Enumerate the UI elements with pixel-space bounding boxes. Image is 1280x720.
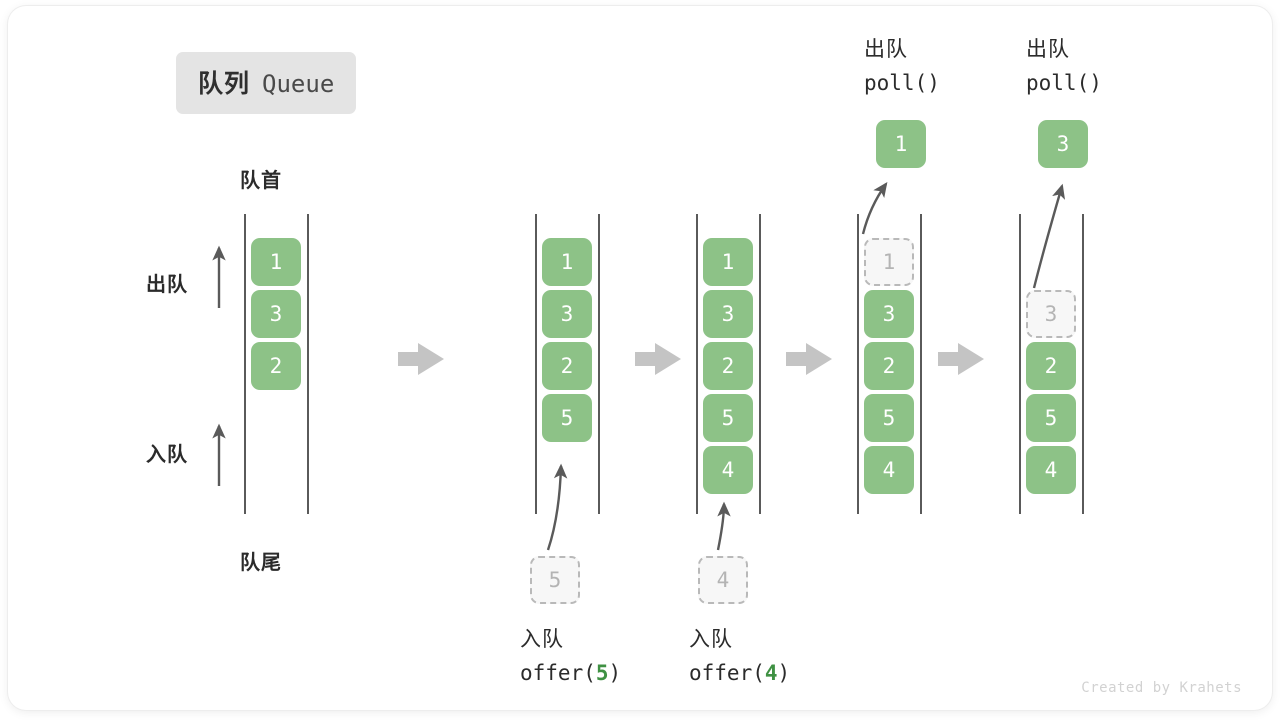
stage4-operation-cn: 出队 [864, 38, 908, 61]
stage4-cell-1: 2 [864, 342, 914, 390]
stage1-rail-right [307, 214, 309, 514]
stage3-cell-3: 5 [703, 394, 753, 442]
stage2-code-pre: offer( [520, 660, 596, 685]
stage5-rail-right [1082, 214, 1084, 514]
stage2-code-arg: 5 [595, 660, 609, 685]
step-arrow-2 [635, 343, 681, 375]
watermark-credit: Created by Krahets [1081, 680, 1242, 696]
step-arrow-1 [398, 343, 444, 375]
stage2-code-post: ) [608, 660, 622, 685]
stage3-code-pre: offer( [689, 660, 765, 685]
step-arrow-3 [786, 343, 832, 375]
stage3-operation-label: 入队 offer(4) [689, 624, 790, 689]
stage4-rail-left [857, 214, 859, 514]
stage2-cell-3: 5 [542, 394, 592, 442]
stage5-cell-0: 2 [1026, 342, 1076, 390]
stage2-rail-left [535, 214, 537, 514]
stage4-operation-code: poll() [864, 70, 940, 95]
queue-tail-label: 队尾 [240, 552, 282, 574]
stage4-cell-0: 3 [864, 290, 914, 338]
title-chinese: 队列 [198, 70, 251, 98]
stage3-incoming-cell: 4 [698, 556, 748, 604]
stage3-code-arg: 4 [764, 660, 778, 685]
stage3-cell-0: 1 [703, 238, 753, 286]
stage2-operation-cn: 入队 [520, 628, 564, 651]
stage5-ghost-cell: 3 [1026, 290, 1076, 338]
stage5-operation-code: poll() [1026, 70, 1102, 95]
stage3-incoming-arrow [716, 501, 731, 551]
title-english: Queue [262, 70, 335, 98]
stage1-rail-left [244, 214, 246, 514]
stage2-operation-label: 入队 offer(5) [520, 624, 621, 689]
stage2-incoming-arrow [546, 463, 568, 551]
stage2-cell-0: 1 [542, 238, 592, 286]
stage5-cell-2: 4 [1026, 446, 1076, 494]
stage3-cell-4: 4 [703, 446, 753, 494]
stage4-ghost-cell: 1 [864, 238, 914, 286]
diagram-title-chip: 队列 Queue [176, 52, 357, 114]
stage1-cell-2: 2 [251, 342, 301, 390]
stage5-poll-arrow [1032, 183, 1066, 289]
stage2-cell-2: 2 [542, 342, 592, 390]
enqueue-direction-label: 入队 [146, 444, 188, 466]
diagram-card: 队列 Queue 队首 队尾 出队 入队 1 3 2 1 3 2 5 5 入队 … [8, 6, 1272, 710]
stage2-incoming-cell: 5 [530, 556, 580, 604]
step-arrow-4 [938, 343, 984, 375]
stage3-cell-2: 2 [703, 342, 753, 390]
stage1-cell-0: 1 [251, 238, 301, 286]
stage1-cell-1: 3 [251, 290, 301, 338]
stage2-operation-code: offer(5) [520, 657, 621, 690]
stage5-result-cell: 3 [1038, 120, 1088, 168]
stage4-poll-arrow [861, 182, 888, 235]
stage3-operation-cn: 入队 [689, 628, 733, 651]
stage4-cell-2: 5 [864, 394, 914, 442]
stage4-operation-label: 出队 poll() [864, 34, 940, 99]
stage5-cell-1: 5 [1026, 394, 1076, 442]
stage2-cell-1: 3 [542, 290, 592, 338]
stage3-cell-1: 3 [703, 290, 753, 338]
stage4-rail-right [920, 214, 922, 514]
stage3-rail-right [759, 214, 761, 514]
stage5-operation-cn: 出队 [1026, 38, 1070, 61]
stage4-result-cell: 1 [876, 120, 926, 168]
dequeue-direction-label: 出队 [146, 274, 188, 296]
stage5-operation-label: 出队 poll() [1026, 34, 1102, 99]
stage5-rail-left [1019, 214, 1021, 514]
stage3-code-post: ) [777, 660, 791, 685]
stage3-rail-left [696, 214, 698, 514]
stage4-cell-3: 4 [864, 446, 914, 494]
stage3-operation-code: offer(4) [689, 657, 790, 690]
queue-head-label: 队首 [240, 170, 282, 192]
stage2-rail-right [598, 214, 600, 514]
